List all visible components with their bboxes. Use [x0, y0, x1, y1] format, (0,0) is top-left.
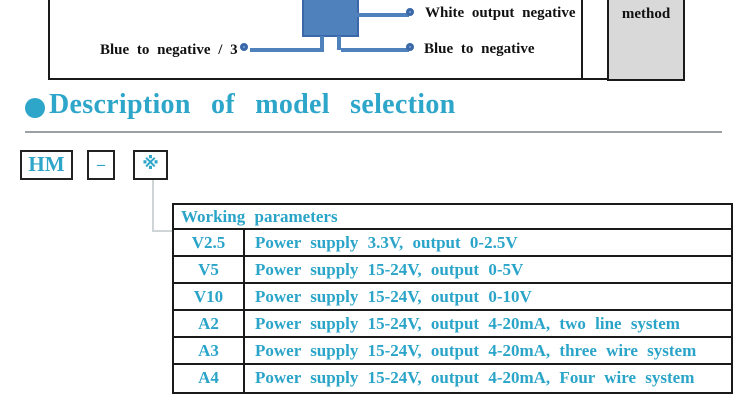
wire-stub-left — [320, 36, 324, 50]
table-header: Working parameters — [174, 205, 731, 230]
model-code-cell: V5 — [174, 257, 245, 282]
wire-blue-right — [341, 48, 409, 52]
terminal-node-icon — [406, 43, 414, 51]
method-label: method — [621, 6, 671, 22]
section-title: Description of model selection — [49, 89, 456, 120]
model-code-cell: A3 — [174, 338, 245, 363]
model-code-cell: V2.5 — [174, 230, 245, 255]
diagram-frame-right — [581, 0, 583, 80]
table-row: A3 Power supply 15-24V, output 4-20mA, t… — [174, 338, 731, 365]
description-cell: Power supply 15-24V, output 4-20mA, two … — [255, 314, 680, 333]
section-divider — [25, 131, 722, 133]
method-cell: method — [607, 0, 685, 81]
terminal-node-icon — [406, 8, 414, 16]
table-row: V2.5 Power supply 3.3V, output 0-2.5V — [174, 230, 731, 257]
description-cell: Power supply 3.3V, output 0-2.5V — [255, 233, 518, 252]
wire-white-output — [356, 13, 409, 17]
table-row: A2 Power supply 15-24V, output 4-20mA, t… — [174, 311, 731, 338]
model-code-cell: A4 — [174, 365, 245, 392]
bullet-icon — [25, 98, 45, 118]
label-blue-to-negative-3: Blue to negative / 3 — [100, 42, 238, 58]
table-row: V10 Power supply 15-24V, output 0-10V — [174, 284, 731, 311]
label-white-output-negative: White output negative — [425, 5, 576, 21]
model-separator: – — [97, 156, 105, 173]
description-cell: Power supply 15-24V, output 4-20mA, Four… — [255, 368, 695, 387]
wire-blue-left — [250, 48, 324, 52]
sensor-box — [302, 0, 359, 37]
description-cell: Power supply 15-24V, output 0-5V — [255, 260, 524, 279]
label-blue-to-negative: Blue to negative — [424, 41, 535, 57]
leader-line-vertical — [152, 180, 154, 232]
model-code-cell: V10 — [174, 284, 245, 309]
description-cell: Power supply 15-24V, output 0-10V — [255, 287, 532, 306]
model-prefix-box: HM — [20, 150, 73, 180]
diagram-frame-left — [48, 0, 50, 80]
wire-stub-right — [337, 36, 341, 50]
table-row: V5 Power supply 15-24V, output 0-5V — [174, 257, 731, 284]
working-parameters-table: Working parameters V2.5 Power supply 3.3… — [172, 203, 733, 394]
model-prefix: HM — [28, 152, 65, 176]
leader-line-horizontal — [152, 230, 172, 232]
model-wildcard-box: ※ — [133, 150, 168, 180]
diagram-frame-bottom — [48, 78, 608, 80]
model-code-cell: A2 — [174, 311, 245, 336]
reference-mark-icon: ※ — [142, 154, 159, 174]
terminal-node-icon — [240, 43, 248, 51]
table-row: A4 Power supply 15-24V, output 4-20mA, F… — [174, 365, 731, 392]
model-separator-box: – — [87, 150, 115, 180]
description-cell: Power supply 15-24V, output 4-20mA, thre… — [255, 341, 697, 360]
